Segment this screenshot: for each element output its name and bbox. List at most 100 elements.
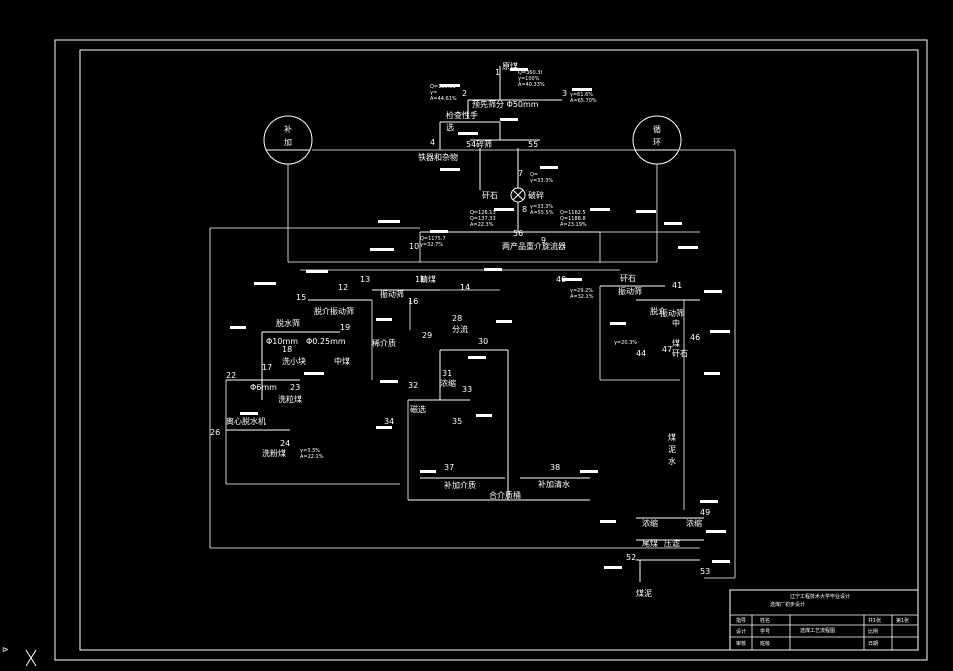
stream-11: 11: [415, 275, 425, 284]
iron-label: 铁器和杂物: [418, 152, 458, 162]
stream-14: 14: [460, 283, 470, 292]
s24-y: γ=3.3%: [300, 448, 320, 454]
raw-coal-label: 原煤: [502, 61, 518, 71]
tb-col5: 审核: [736, 640, 746, 647]
s9b-a: A=23.19%: [560, 222, 587, 228]
stream-49: 49: [700, 508, 710, 517]
crusher-label: 破碎: [528, 190, 544, 200]
preclass-label: 预先筛分 Φ50mm: [472, 99, 539, 109]
outer-frame: [54, 39, 928, 661]
tb-col4: 设计: [736, 628, 746, 635]
s8-a: A=55.5%: [530, 210, 554, 216]
tb-col2: 学号: [760, 628, 770, 635]
tb-col3: 班级: [760, 640, 770, 647]
stream-37: 37: [444, 463, 454, 472]
mm025-label: Φ0.25mm: [306, 337, 346, 346]
stream-32: 32: [408, 381, 418, 390]
magnetic-label: 磁选: [410, 404, 426, 414]
crusher-sieve-label: 碎筛: [476, 139, 492, 149]
jing-2: 环: [653, 138, 661, 147]
s8-y: γ=33.3%: [530, 204, 553, 210]
ucs-x-2: [25, 649, 37, 667]
hcyc-label: 两产品重介旋流器: [502, 241, 566, 251]
wash-slime-label: 洗粉煤: [262, 448, 286, 458]
stream-52: 52: [626, 553, 636, 562]
stream-26: 26: [210, 428, 220, 437]
bujia-2: 加: [284, 137, 292, 147]
gangue-b-label: 矸石: [620, 274, 636, 283]
mid-sieve-label: 振动筛: [380, 289, 404, 299]
fine-coal-label: 洗小块: [282, 356, 306, 366]
s9b-q2: Q=1188.8: [560, 216, 586, 222]
ucs-arrow-icon: ⊳: [2, 645, 9, 654]
s7-q: Q=: [530, 172, 538, 178]
sieve-b-label: 振动筛: [618, 286, 642, 296]
slime-water-1: 煤: [668, 432, 676, 442]
wash-coal-label: 洗粒煤: [278, 394, 302, 404]
inner-frame: [79, 49, 919, 651]
mid-c-label2: 煤: [672, 338, 680, 348]
sieve-c-label2: 振动筛: [660, 308, 684, 318]
s9-a: A=22.3%: [470, 222, 494, 228]
s10-q: Q=1175.7: [420, 236, 446, 242]
hand-pick-label: 检查性手: [446, 110, 478, 120]
s9-q: Q=126.13: [470, 210, 496, 216]
stream-13: 13: [360, 275, 370, 284]
stream-1: 1: [495, 68, 500, 77]
stream-10: 10: [409, 242, 419, 251]
mm10-label: Φ10mm: [266, 337, 298, 346]
stream-35: 35: [452, 417, 462, 426]
stream-55: 55: [528, 140, 538, 149]
jing-1: 循: [653, 124, 661, 134]
s40-a: A=32.1%: [570, 294, 594, 300]
stream-47: 47: [662, 345, 672, 354]
stream-29: 29: [422, 331, 432, 340]
s2-a: A=44.61%: [430, 96, 457, 102]
s2-y: γ=: [430, 90, 437, 96]
thickener-label: 浓缩: [642, 518, 658, 528]
add-medium-label: 补加介质: [444, 480, 476, 490]
stream-19: 19: [340, 323, 350, 332]
stream-53: 53: [700, 567, 710, 576]
coal-slime-label: 煤泥: [636, 588, 652, 598]
stream-22: 22: [226, 371, 236, 380]
s1-y: γ=100%: [518, 76, 540, 82]
dilute-med-label: 稀介质: [372, 338, 396, 348]
s3-y: γ=61.6%: [570, 92, 593, 98]
split-label: 分流: [452, 324, 468, 334]
add-water-label: 补加清水: [538, 479, 570, 489]
data-value-blocks: [230, 68, 730, 569]
mm6-label: Φ6mm: [250, 383, 277, 392]
s1-q: Q=360.3t: [518, 70, 542, 76]
stream-28: 28: [452, 314, 462, 323]
tb-sheet: 选煤工艺流程图: [800, 627, 835, 634]
tb-school: 辽宁工程技术大学毕业设计: [790, 593, 850, 600]
tb-sheet-of: 第1张: [896, 617, 909, 624]
s40-y: γ=29.2%: [570, 288, 593, 294]
tb-scale: 比例: [868, 628, 878, 635]
s9-q2: Q=137.33: [470, 216, 496, 222]
qualified-med-label: 合介质桶: [489, 490, 521, 500]
stream-56: 56: [513, 229, 523, 238]
tb-sheet-no: 共1张: [868, 617, 881, 624]
s45-y: γ=20.3%: [614, 340, 637, 346]
sieve-c-label: 脱介: [650, 306, 666, 316]
clean-coal-a: 精煤: [420, 274, 436, 284]
gangue-c-label: 矸石: [672, 349, 688, 358]
stream-17: 17: [262, 363, 272, 372]
tb-date: 日期: [868, 641, 878, 647]
s7-y: γ=33.3%: [530, 178, 553, 184]
sieve-a-label: 脱介振动筛: [314, 306, 354, 316]
thickener-label2: 浓缩: [686, 518, 702, 528]
slime-water-3: 水: [668, 456, 676, 466]
title-block: 辽宁工程技术大学毕业设计 选煤厂初步设计 选煤工艺流程图 姓名 设计 学号 审核…: [729, 589, 919, 651]
stream-38: 38: [550, 463, 560, 472]
s1-a: A=40.33%: [518, 82, 545, 88]
s24-a: A=22.1%: [300, 454, 324, 460]
hand-pick-label2: 选: [446, 122, 454, 132]
stream-3: 3: [562, 89, 567, 98]
dewater-sieve-label: 脱水筛: [276, 318, 300, 328]
stream-41: 41: [672, 281, 682, 290]
stream-15: 15: [296, 293, 306, 302]
stream-24: 24: [280, 439, 290, 448]
